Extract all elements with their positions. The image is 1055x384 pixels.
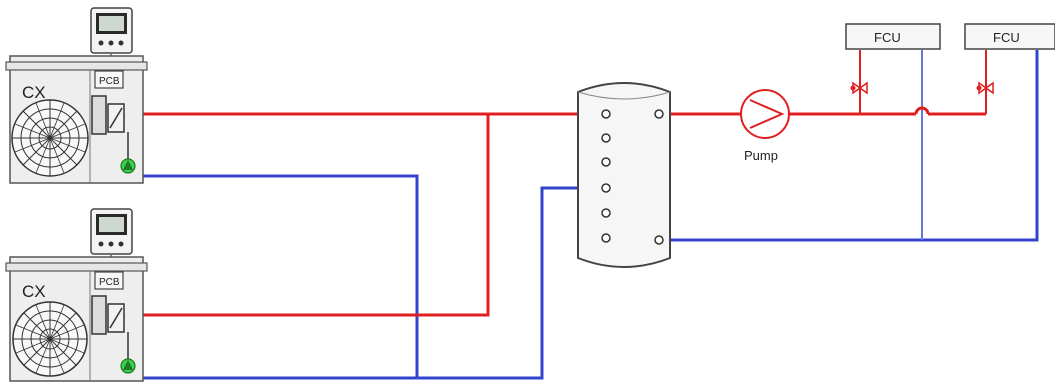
- unit-1-pcb: [94, 70, 124, 89]
- heat-pump-unit-2: CX PCB: [5, 208, 148, 382]
- unit-1-label: CX: [22, 83, 46, 102]
- tank-ports: [601, 109, 664, 245]
- fcu-2: FCU: [964, 23, 1055, 95]
- heat-pump-unit-1: CX PCB: [5, 7, 148, 184]
- fcu-2-valve-icon: [976, 77, 994, 95]
- unit-1-circulation-pump-icon: [120, 132, 136, 174]
- unit-1-fan-icon: [11, 99, 89, 177]
- unit-2-pcb: [94, 271, 124, 290]
- fcu-1-valve-icon: [850, 77, 868, 95]
- unit-1-pcb-label: PCB: [99, 76, 120, 87]
- controller-2: [90, 208, 133, 255]
- unit-2-label: CX: [22, 282, 46, 301]
- buffer-tank: [577, 82, 671, 268]
- fcu-1-label: FCU: [874, 30, 901, 45]
- fcu-2-label: FCU: [993, 30, 1020, 45]
- unit-2-heat-exchanger: [91, 295, 125, 335]
- fcu-1: FCU: [845, 23, 941, 95]
- pump-label: Pump: [744, 148, 778, 163]
- unit-2-fan-icon: [12, 301, 88, 377]
- return-pipes: [140, 50, 1039, 380]
- supply-pipes: [122, 50, 987, 317]
- system-pump: Pump: [740, 89, 790, 163]
- return-pipe-unit-2: [140, 186, 606, 380]
- unit-1-heat-exchanger: [91, 95, 125, 135]
- controller-1: [90, 7, 133, 54]
- pipe-crossover: [914, 106, 930, 115]
- return-pipe-fcu: [661, 50, 1039, 242]
- return-pipe-unit-1: [140, 174, 419, 378]
- unit-2-pcb-label: PCB: [99, 277, 120, 288]
- supply-pipe-unit-2: [126, 114, 490, 317]
- unit-2-circulation-pump-icon: [120, 332, 136, 374]
